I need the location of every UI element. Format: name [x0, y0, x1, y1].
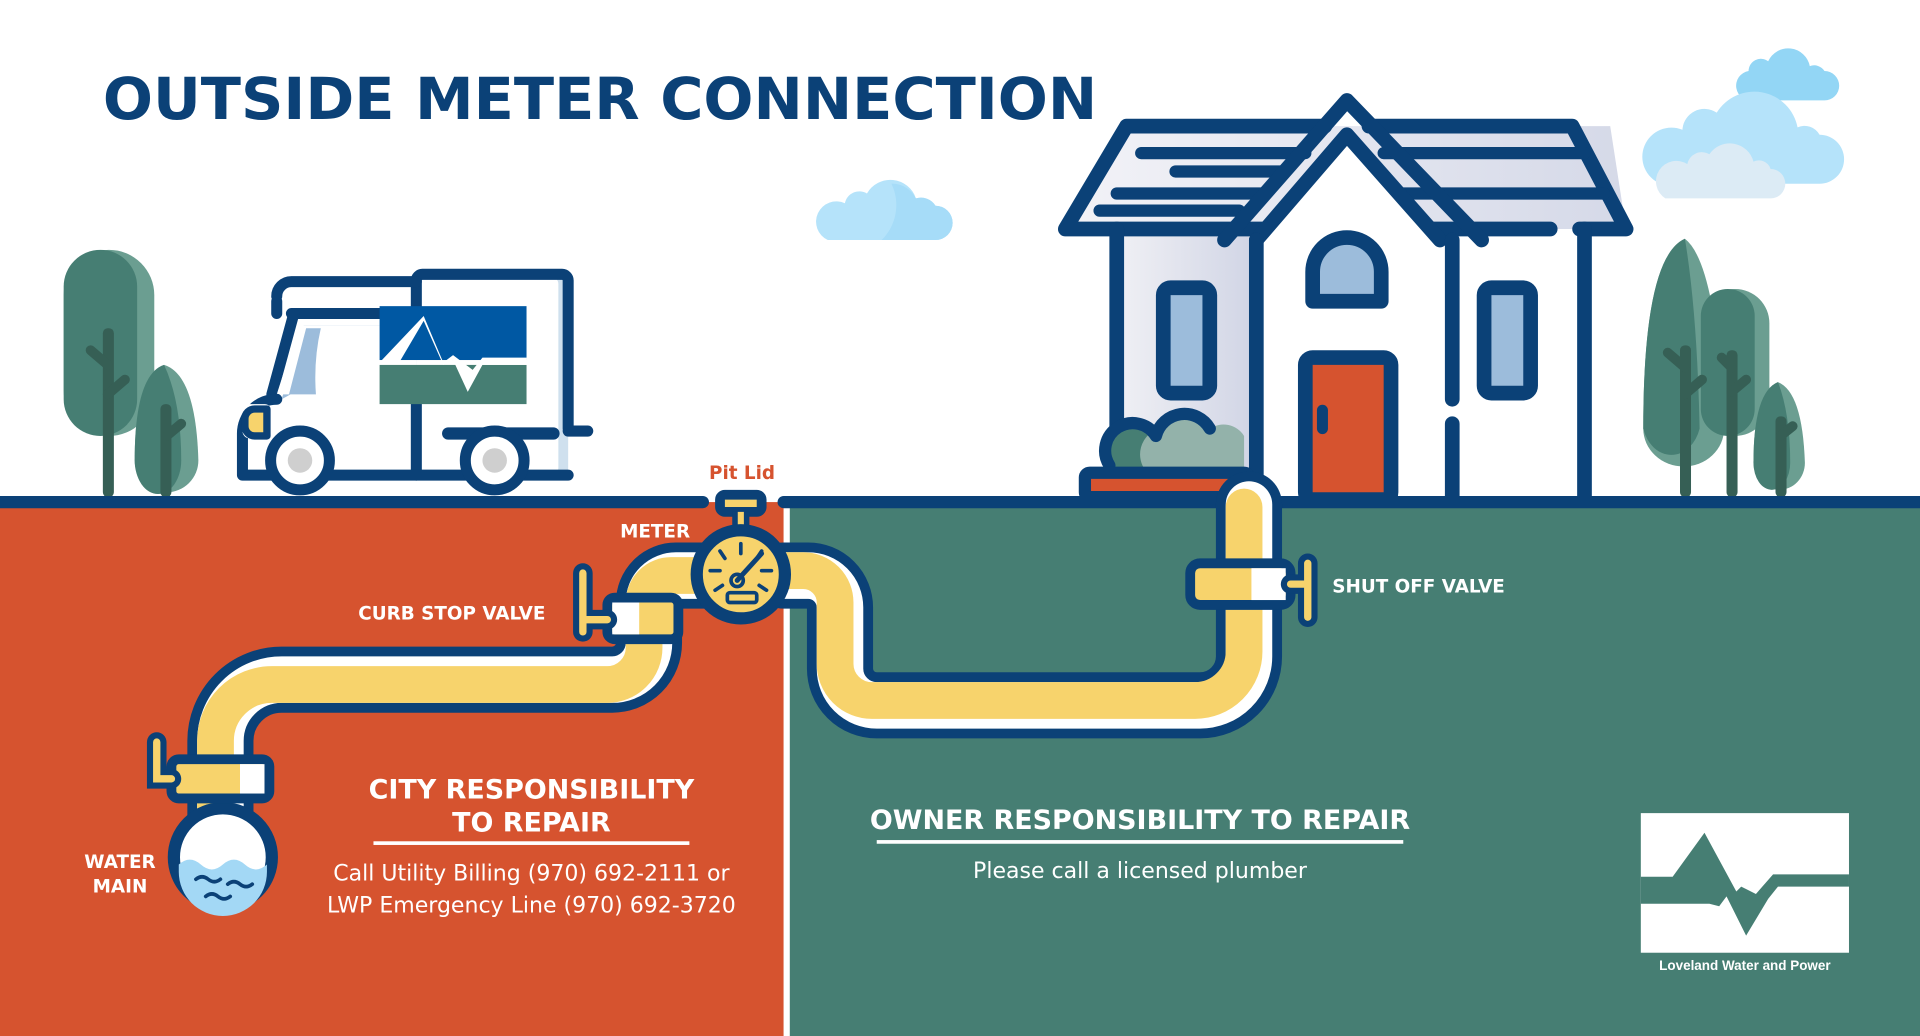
trees-right [1643, 238, 1805, 498]
shut-off-valve [1185, 553, 1318, 627]
cloud-small [816, 179, 953, 241]
water-main-label-line2: MAIN [93, 877, 148, 898]
city-contact-line2: LWP Emergency Line (970) 692-3720 [327, 893, 736, 918]
house [1057, 93, 1634, 507]
meter-label: METER [620, 522, 690, 543]
curb-stop-valve [573, 563, 684, 645]
loveland-water-and-power-logo: Loveland Water and Power [1640, 813, 1849, 973]
owner-heading: OWNER RESPONSIBILITY TO REPAIR [870, 805, 1410, 836]
water-main-label-line1: WATER [84, 852, 155, 873]
city-heading-line2: TO REPAIR [452, 807, 611, 838]
pit-lid-label: Pit Lid [709, 463, 775, 484]
city-heading-underline [373, 841, 690, 845]
water-meter [690, 489, 792, 625]
city-heading-line1: CITY RESPONSIBILITY [369, 774, 695, 805]
owner-heading-underline [876, 840, 1404, 844]
zone-divider [783, 502, 790, 1036]
city-contact-line1: Call Utility Billing (970) 692-2111 or [333, 861, 730, 886]
logo-name: Loveland Water and Power [1659, 958, 1831, 973]
shut-off-valve-label: SHUT OFF VALVE [1332, 577, 1505, 598]
owner-contact-text: Please call a licensed plumber [973, 859, 1308, 884]
cloud-cluster [1642, 48, 1845, 199]
utility-truck [236, 268, 594, 496]
page-title: OUTSIDE METER CONNECTION [103, 66, 1097, 133]
trees-left [63, 249, 199, 498]
curb-stop-valve-label: CURB STOP VALVE [358, 604, 545, 625]
water-main [146, 732, 278, 916]
sky-background [0, 0, 1920, 503]
water-service-line [187, 471, 1283, 879]
